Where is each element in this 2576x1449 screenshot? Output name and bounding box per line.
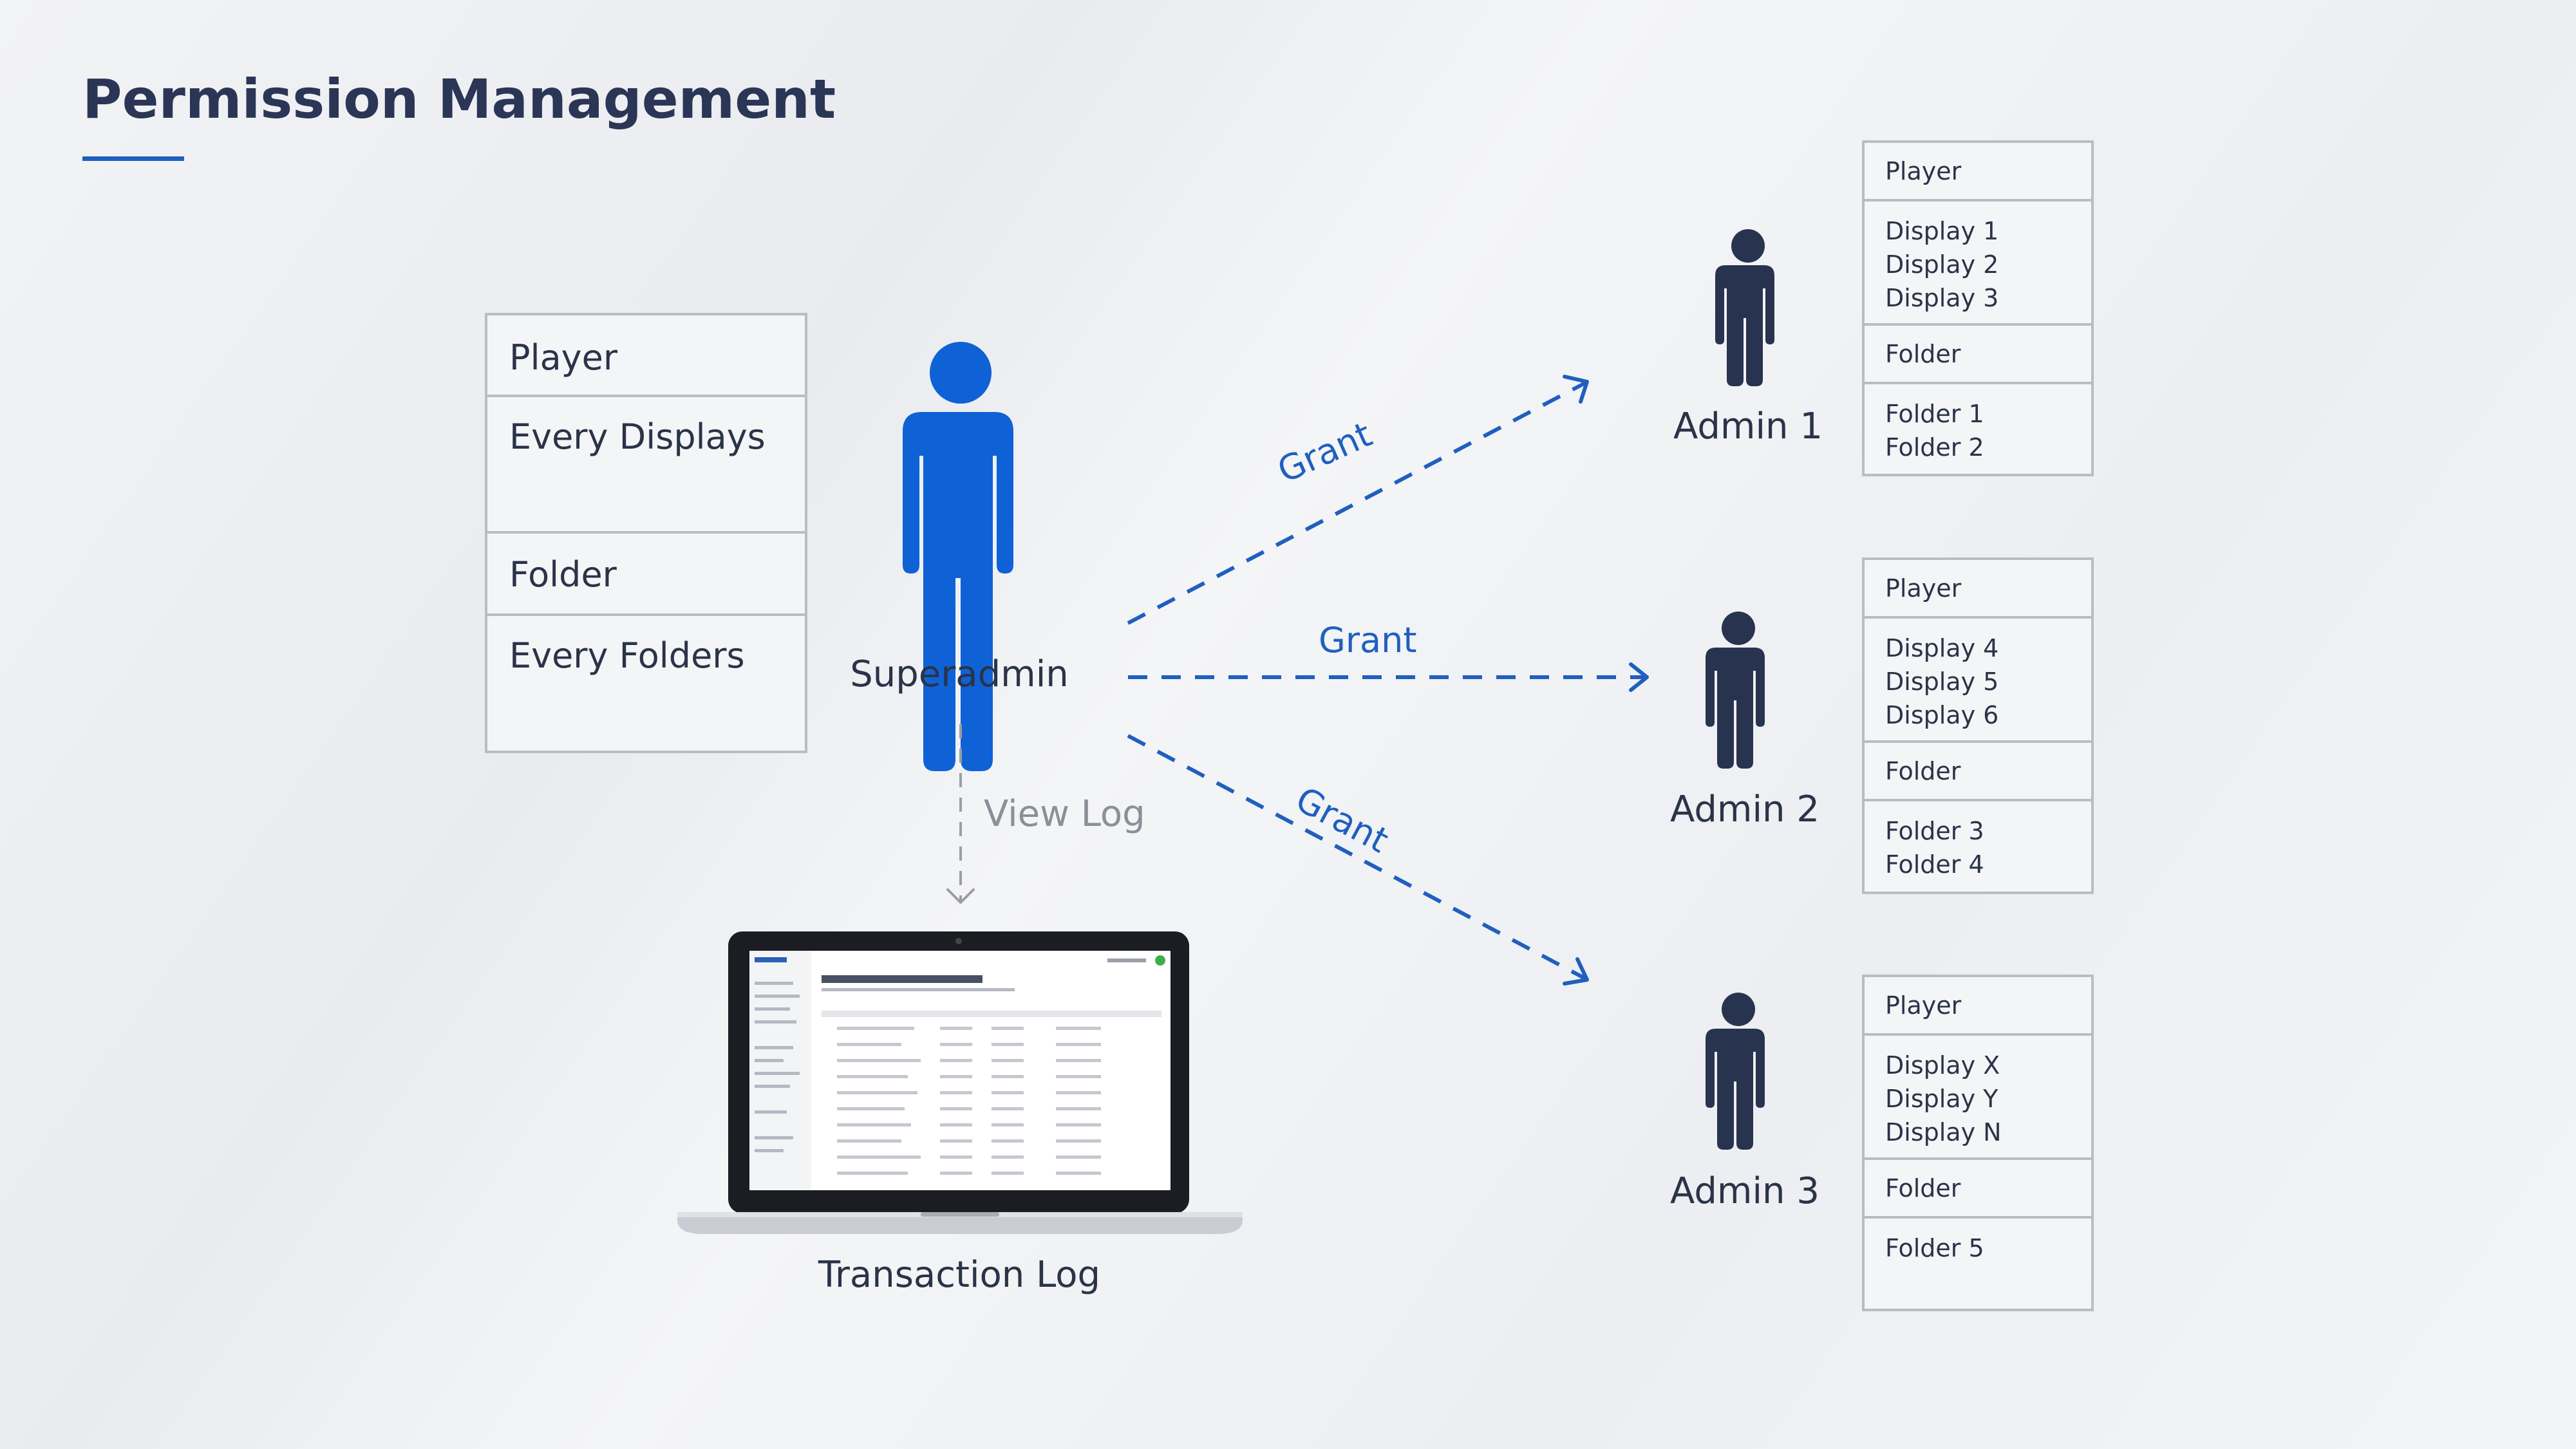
transaction-log-label: Transaction Log — [818, 1254, 1101, 1296]
admin1-display-list: Display 1 Display 2 Display 3 — [1865, 201, 2091, 326]
admin3-permission-box: Player Display X Display Y Display N Fol… — [1862, 975, 2094, 1311]
laptop-icon — [677, 931, 1243, 1234]
admin3-display-item: Display X — [1885, 1051, 2000, 1080]
superadmin-player-items: Every Displays — [487, 397, 805, 534]
admin1-label: Admin 1 — [1673, 406, 1823, 447]
admin1-person-icon — [1715, 229, 1774, 386]
page-title: Permission Management — [82, 68, 836, 131]
admin3-player-header: Player — [1865, 977, 2091, 1036]
admin3-display-item: Display N — [1885, 1118, 2002, 1146]
superadmin-permission-box: Player Every Displays Folder Every Folde… — [485, 313, 807, 753]
admin2-display-item: Display 5 — [1885, 668, 1999, 696]
admin3-label: Admin 3 — [1670, 1170, 1819, 1212]
grant-arrow-admin3 — [1127, 734, 1589, 986]
admin3-display-item: Display Y — [1885, 1085, 1998, 1113]
admin2-display-item: Display 6 — [1885, 701, 1999, 729]
admin2-person-icon — [1706, 612, 1765, 769]
admin1-folder-header: Folder — [1865, 326, 2091, 384]
admin3-folder-item: Folder 5 — [1885, 1234, 1984, 1262]
superadmin-folder-header: Folder — [487, 534, 805, 616]
admin1-folder-list: Folder 1 Folder 2 — [1865, 384, 2091, 479]
admin2-folder-item: Folder 3 — [1885, 817, 1984, 845]
admin3-person-icon — [1706, 993, 1765, 1150]
superadmin-person-icon — [903, 342, 1013, 771]
admin1-folder-item: Folder 2 — [1885, 433, 1984, 462]
admin2-folder-list: Folder 3 Folder 4 — [1865, 801, 2091, 896]
grant-arrow-admin2 — [1128, 662, 1649, 692]
admin3-folder-list: Folder 5 — [1865, 1219, 2091, 1313]
admin1-display-item: Display 2 — [1885, 250, 1999, 279]
admin2-display-item: Display 4 — [1885, 634, 1999, 662]
superadmin-label: Superadmin — [850, 653, 1069, 695]
superadmin-folder-items: Every Folders — [487, 616, 805, 751]
admin1-permission-box: Player Display 1 Display 2 Display 3 Fol… — [1862, 140, 2094, 476]
admin2-label: Admin 2 — [1670, 789, 1819, 830]
view-log-label: View Log — [984, 793, 1145, 835]
admin3-folder-header: Folder — [1865, 1160, 2091, 1219]
admin2-player-header: Player — [1865, 560, 2091, 619]
admin2-permission-box: Player Display 4 Display 5 Display 6 Fol… — [1862, 557, 2094, 894]
admin1-folder-item: Folder 1 — [1885, 400, 1984, 428]
view-log-arrow — [946, 724, 975, 904]
admin2-folder-item: Folder 4 — [1885, 850, 1984, 879]
title-underline — [82, 156, 184, 161]
admin1-player-header: Player — [1865, 143, 2091, 201]
superadmin-folder-item: Every Folders — [509, 635, 745, 676]
admin2-display-list: Display 4 Display 5 Display 6 — [1865, 619, 2091, 743]
admin1-display-item: Display 3 — [1885, 284, 1999, 312]
admin1-display-item: Display 1 — [1885, 217, 1999, 245]
admin3-display-list: Display X Display Y Display N — [1865, 1036, 2091, 1160]
grant-label-admin2: Grant — [1319, 620, 1417, 660]
admin2-folder-header: Folder — [1865, 743, 2091, 801]
superadmin-player-header: Player — [487, 315, 805, 397]
grant-arrow-admin1 — [1127, 375, 1589, 625]
superadmin-player-item: Every Displays — [509, 416, 766, 457]
